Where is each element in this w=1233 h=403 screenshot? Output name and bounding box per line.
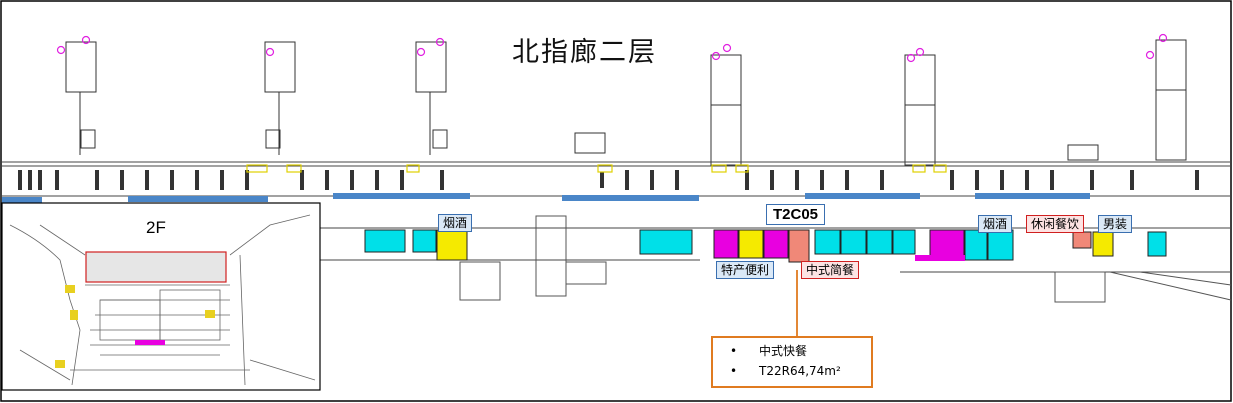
unit-info-box: • 中式快餐 • T22R64,74m² [711, 336, 873, 388]
yellow-markers [246, 164, 947, 173]
label-chinese-simple-meal: 中式简餐 [801, 261, 860, 279]
label-tobacco-wine-2: 烟酒 [978, 215, 1013, 233]
unit-code-label: T2C05 [766, 204, 826, 225]
inset-frame [1, 202, 321, 391]
lower-structure [459, 215, 1232, 303]
info-row: • 中式快餐 [713, 341, 871, 361]
label-leisure-dining: 休闲餐饮 [1026, 215, 1085, 233]
label-menswear: 男装 [1098, 215, 1133, 233]
gate-markers [56, 33, 1168, 63]
gate-seating [18, 170, 1199, 190]
shop-units [364, 229, 1167, 263]
bullet: • [730, 344, 738, 358]
label-specialty-store: 特产便利 [716, 261, 775, 279]
page-title: 北指廊二层 [512, 37, 657, 68]
inset-magenta-mark [135, 340, 165, 345]
info-row: • T22R64,74m² [713, 361, 871, 381]
bullet: • [730, 364, 738, 378]
info-unit-area: T22R64,74m² [759, 364, 841, 378]
corridor-strips [2, 193, 1090, 203]
info-category: 中式快餐 [759, 344, 808, 358]
inset-floor-label: 2F [146, 218, 166, 237]
inset-highlight-area [85, 251, 227, 283]
label-tobacco-wine-1: 烟酒 [438, 214, 473, 232]
inset-yellow-marks [55, 285, 215, 368]
